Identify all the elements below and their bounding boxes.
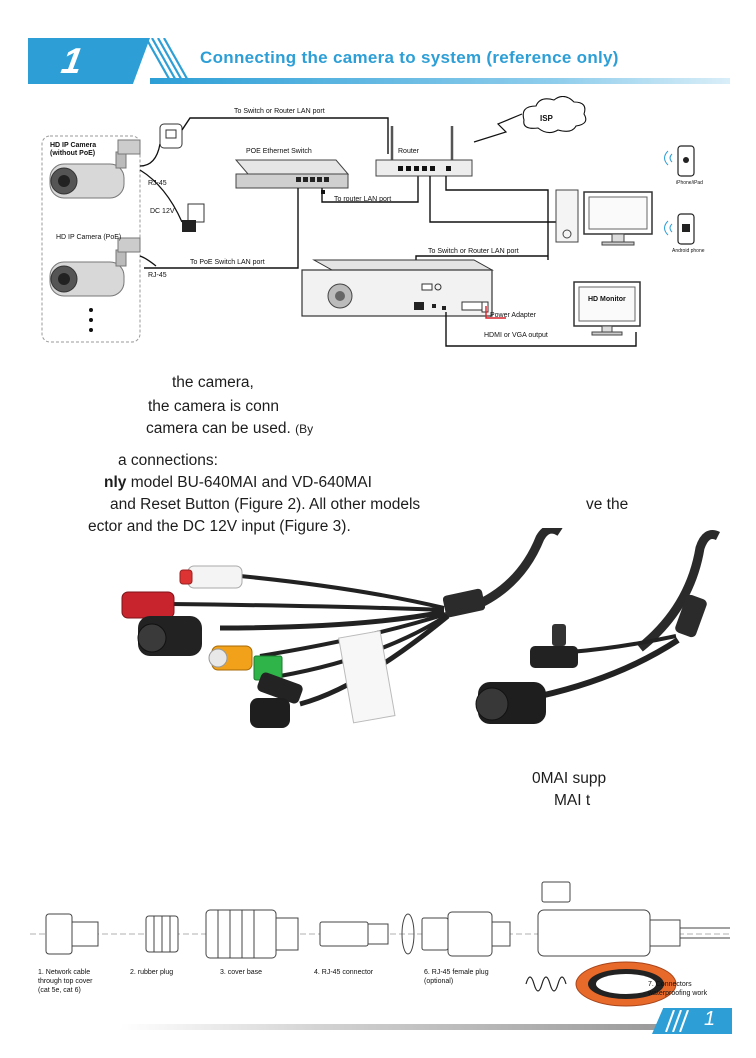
figure3-cable-harness [475, 530, 721, 724]
hd-monitor-icon [573, 281, 641, 336]
footer-line [120, 1024, 660, 1030]
page-number-tab [652, 1008, 732, 1034]
body-line-3: camera can be used. (By [146, 420, 314, 437]
connection-diagram: HD IP Camera (without PoE) HD IP Camera … [36, 95, 726, 356]
hdmi-vga-label: HDMI or VGA output [484, 332, 548, 339]
camera-poe-label: HD IP Camera (PoE) [56, 234, 122, 241]
body-line-7: ector and the DC 12V input (Figure 3). [88, 518, 351, 535]
isp-cloud-icon [522, 95, 587, 134]
rubber-plug-icon [145, 915, 179, 953]
to-poe-switch-lan-label: To PoE Switch LAN port [190, 259, 265, 266]
rj45-bottom-label: RJ-45 [148, 272, 167, 279]
body-line-2: the camera is conn [148, 398, 279, 415]
ip-camera-no-poe-icon [49, 139, 141, 199]
dc12v-label: DC 12V [150, 208, 175, 215]
section-title: Connecting the camera to system (referen… [200, 48, 619, 67]
cable-harness-photos [121, 528, 721, 728]
section-number-tab [28, 38, 150, 84]
spring-icon [525, 976, 567, 992]
step6-caption: 6. RJ-45 female plug (optional) [424, 969, 489, 985]
power-adapter-label: Power Adapter [490, 312, 536, 319]
rj45-top-label: RJ-45 [148, 180, 167, 187]
network-cable-top-cover-icon [45, 913, 99, 955]
figure-caption-b: MAI t [554, 792, 591, 809]
isp-label: ISP [540, 114, 553, 123]
to-router-lan-label: To router LAN port [334, 196, 392, 203]
step7-caption: 7. Connectors waterproofing work [648, 981, 708, 997]
step2-caption: 2. rubber plug [130, 969, 174, 976]
to-switch-router-top-label: To Switch or Router LAN port [234, 108, 325, 115]
section-header: 1 Connecting the camera to system (refer… [28, 38, 730, 86]
waterproof-tape-icon [575, 961, 677, 1007]
rj45-female-plug-icon [421, 911, 511, 957]
page-number: 1 [704, 1008, 716, 1030]
body-line-6-right: ve the [586, 496, 629, 513]
connection-diagram-graphic [41, 95, 695, 347]
figure2-cable-harness [121, 528, 563, 728]
body-line-1: the camera, [172, 374, 254, 391]
camera-group-box [41, 135, 141, 343]
assembled-connector-icon [537, 881, 730, 957]
poe-switch-icon [234, 159, 350, 189]
more-cameras-dots [89, 308, 93, 332]
to-switch-router-mid-label: To Switch or Router LAN port [428, 248, 519, 255]
cover-base-icon [205, 909, 299, 959]
hd-monitor-label: HD Monitor [588, 296, 626, 303]
header-stripes-decoration [145, 38, 191, 84]
poe-switch-label: POE Ethernet Switch [246, 148, 312, 155]
figure-caption-a: 0MAI supp [532, 770, 607, 787]
nvr-recorder-icon [301, 259, 494, 317]
ip-camera-poe-icon [49, 237, 141, 297]
internet-link-icon [473, 113, 523, 143]
step4-caption: 4. RJ-45 connector [314, 969, 374, 976]
body-line-4: a connections: [118, 452, 218, 469]
router-icon [375, 126, 473, 177]
dc-adapter-icon [182, 203, 205, 232]
step3-caption: 3. cover base [220, 969, 263, 976]
o-ring-icon [401, 913, 415, 955]
header-underline [150, 78, 730, 84]
installation-steps-graphic [30, 881, 730, 1007]
body-line-5: nly model BU-640MAI and VD-640MAI [104, 474, 372, 491]
step1-caption: 1. Network cable through top cover (cat … [38, 969, 93, 994]
desktop-pc-icon [555, 189, 653, 246]
android-label: Android phone [672, 248, 705, 254]
footer-stripes-decoration [665, 1010, 689, 1032]
body-line-6: and Reset Button (Figure 2). All other m… [110, 496, 421, 513]
rj45-connector-icon [319, 921, 389, 947]
iphone-icon [664, 145, 695, 177]
iphone-label: iPhone/iPad [676, 180, 703, 186]
router-label: Router [398, 148, 420, 155]
android-phone-icon [664, 213, 695, 245]
waterproof-installation-steps: 1. Network cable through top cover (cat … [30, 872, 730, 1012]
rj45-plug-icon [159, 123, 183, 149]
camera-no-poe-label: HD IP Camera (without PoE) [50, 142, 97, 157]
